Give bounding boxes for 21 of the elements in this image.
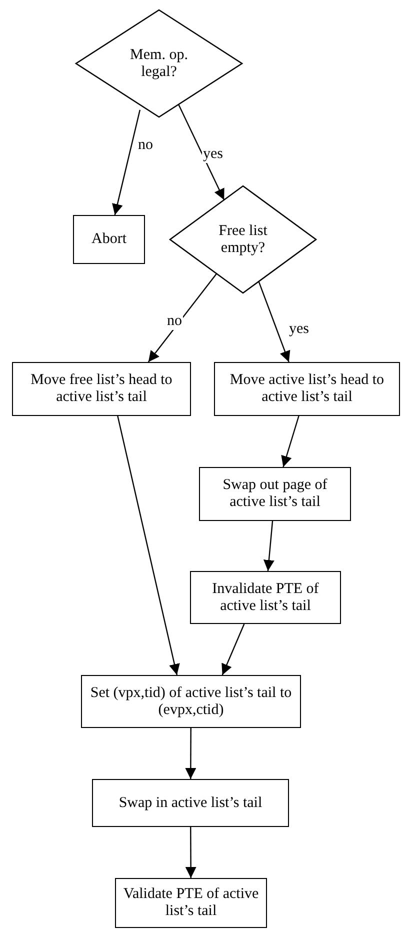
process-box: Move active list’s head to active list’s tail (214, 362, 400, 416)
arrow (258, 281, 290, 362)
process-box: Swap in active list’s tail (92, 779, 289, 827)
process-box: Swap out page of active list’s tail (199, 467, 351, 521)
arrow (185, 728, 196, 779)
arrow (263, 520, 274, 572)
process-box: Set (vpx,tid) of active list’s tail to (evpx,ctid) (81, 675, 301, 728)
arrow (178, 104, 225, 200)
edge-label: no (166, 313, 183, 330)
arrow (222, 624, 245, 676)
arrow (148, 273, 218, 362)
process-box: Move free list’s head to active list’s tail (12, 362, 191, 416)
process-box: Invalidate PTE of active list’s tail (190, 571, 341, 624)
arrow (112, 110, 141, 216)
arrow (117, 416, 180, 676)
arrow (281, 416, 300, 468)
process-box: Validate PTE of active list’s tail (115, 878, 267, 928)
decision-diamond: Mem. op. legal? (76, 10, 242, 117)
process-box: Abort (73, 215, 145, 264)
decision-diamond: Free list empty? (170, 186, 316, 293)
arrow (185, 827, 196, 878)
